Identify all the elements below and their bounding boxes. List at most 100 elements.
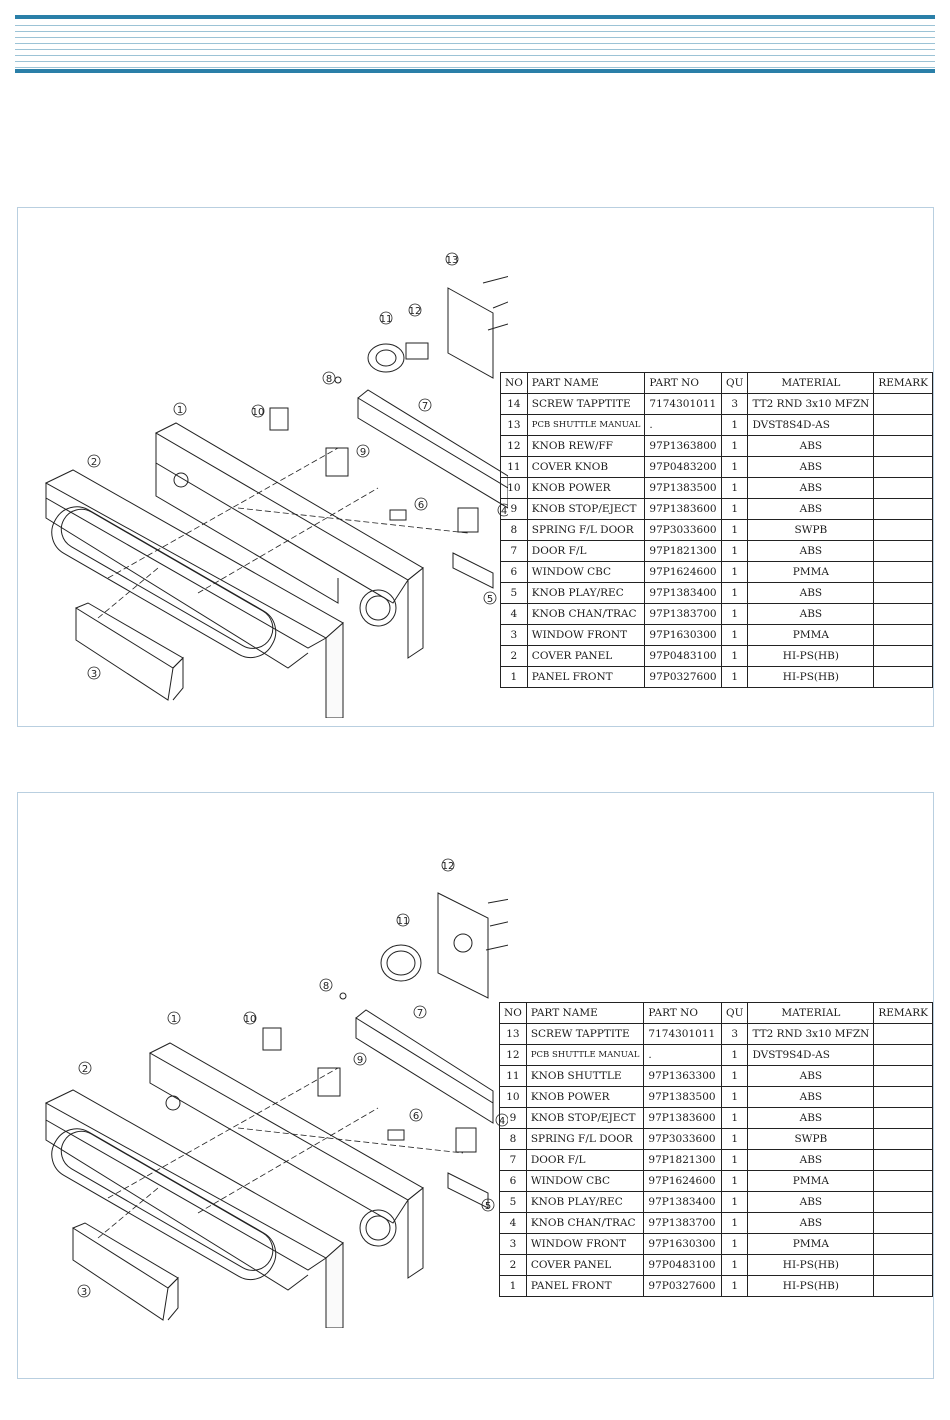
cell-part-no: 97P0483100 xyxy=(643,1254,722,1276)
cell-part-no: 97P1363300 xyxy=(643,1065,722,1087)
screw-tapptite-part xyxy=(482,276,508,331)
cell-no: 2 xyxy=(500,645,528,667)
cell-material: ABS xyxy=(747,477,875,499)
cell-remark xyxy=(873,1149,933,1171)
cell-remark xyxy=(873,414,933,436)
cell-qty: 1 xyxy=(720,1170,749,1192)
cell-part-name: KNOB PLAY/REC xyxy=(526,582,646,604)
cell-material: PMMA xyxy=(747,1233,875,1255)
exploded-view-b: 1 2 3 4 5 6 7 8 9 10 11 12 13 xyxy=(38,858,508,1328)
cover-knob-part xyxy=(367,343,405,373)
knob-play-rec-part xyxy=(447,1172,489,1209)
cell-material: ABS xyxy=(747,456,875,478)
cell-qty: 1 xyxy=(720,1149,749,1171)
cell-no: 3 xyxy=(500,624,528,646)
cell-material: PMMA xyxy=(747,561,875,583)
callout-b-5: 5 xyxy=(485,1201,491,1212)
cell-part-name: KNOB SHUTTLE xyxy=(525,1065,645,1087)
cell-remark xyxy=(873,1086,933,1108)
cell-part-name: KNOB POWER xyxy=(525,1086,645,1108)
cell-material: HI-PS(HB) xyxy=(747,666,875,688)
cell-qty: 1 xyxy=(720,645,749,667)
callout-b-3: 3 xyxy=(81,1287,87,1298)
cell-part-no: 97P1383700 xyxy=(643,1212,722,1234)
cell-material: PMMA xyxy=(747,624,875,646)
cell-qty: 1 xyxy=(720,1254,749,1276)
cell-remark xyxy=(873,1065,933,1087)
cell-no: 1 xyxy=(500,666,528,688)
cell-qty: 1 xyxy=(720,1212,749,1234)
cell-material: DVST9S4D-AS xyxy=(747,1044,875,1066)
callout-a-2: 2 xyxy=(91,457,97,468)
cell-no: 10 xyxy=(499,1086,527,1108)
cell-part-name: PANEL FRONT xyxy=(525,1275,645,1297)
cell-qty: 1 xyxy=(720,603,749,625)
cell-qty: 1 xyxy=(720,561,749,583)
col-no: NO xyxy=(500,372,528,394)
col-qty: QU xyxy=(720,372,749,394)
header-rule-bottom xyxy=(15,69,935,73)
cell-part-name: KNOB CHAN/TRAC xyxy=(526,603,646,625)
cell-material: ABS xyxy=(747,1086,875,1108)
cell-part-name: COVER PANEL xyxy=(525,1254,645,1276)
cell-part-no: 97P1383500 xyxy=(644,477,722,499)
screw-tapptite-part xyxy=(485,898,508,951)
cell-no: 8 xyxy=(499,1128,527,1150)
cell-no: 7 xyxy=(499,1149,527,1171)
cell-remark xyxy=(873,582,933,604)
cell-qty: 1 xyxy=(720,1275,749,1297)
col-part-no: PART NO xyxy=(643,1002,722,1024)
cell-material: ABS xyxy=(747,1107,875,1129)
cell-part-name: PCB SHUTTLE MANUAL xyxy=(525,1044,645,1066)
cell-material: ABS xyxy=(747,540,875,562)
diagram-panel-a: 1 2 3 4 5 6 7 8 9 10 11 12 13 14 NO PART… xyxy=(17,207,934,727)
cell-part-no: 97P1630300 xyxy=(643,1233,722,1255)
spring-fl-door-part xyxy=(334,376,342,384)
knob-power-part xyxy=(269,407,289,431)
cell-part-no: 97P1363800 xyxy=(644,435,722,457)
knob-stop-eject-part xyxy=(325,447,349,477)
callout-b-12: 12 xyxy=(442,861,455,872)
cell-part-name: WINDOW FRONT xyxy=(526,624,646,646)
cell-qty: 1 xyxy=(720,540,749,562)
cell-remark xyxy=(873,456,933,478)
cell-no: 13 xyxy=(499,1023,527,1045)
parts-table-a: NO PART NAME PART NO QU MATERIAL REMARK … xyxy=(500,372,933,688)
cell-material: ABS xyxy=(747,1065,875,1087)
window-front-part xyxy=(71,1222,179,1321)
cell-no: 8 xyxy=(500,519,528,541)
cell-part-name: DOOR F/L xyxy=(526,540,646,562)
cell-remark xyxy=(873,645,933,667)
pcb-shuttle-manual-part xyxy=(437,892,489,999)
cell-material: HI-PS(HB) xyxy=(747,1275,875,1297)
cell-part-name: KNOB STOP/EJECT xyxy=(526,498,646,520)
cell-material: ABS xyxy=(747,1149,875,1171)
cell-material: ABS xyxy=(747,1212,875,1234)
callout-b-7: 7 xyxy=(417,1008,423,1019)
cell-qty: 1 xyxy=(720,414,749,436)
parts-table-header: NO PART NAME PART NO QU MATERIAL REMARK xyxy=(499,1002,933,1024)
knob-rew-ff-part xyxy=(405,342,429,360)
spring-fl-door-part xyxy=(339,992,347,1000)
cell-remark xyxy=(873,1254,933,1276)
cell-material: DVST8S4D-AS xyxy=(747,414,875,436)
header-rule-top xyxy=(15,15,935,19)
parts-table-header: NO PART NAME PART NO QU MATERIAL REMARK xyxy=(500,372,933,394)
cell-part-name: COVER KNOB xyxy=(526,456,646,478)
window-front-part xyxy=(74,602,184,701)
cell-material: ABS xyxy=(747,498,875,520)
cell-part-name: WINDOW CBC xyxy=(526,561,646,583)
cell-remark xyxy=(873,1128,933,1150)
cell-part-name: SCREW TAPPTITE xyxy=(526,393,646,415)
